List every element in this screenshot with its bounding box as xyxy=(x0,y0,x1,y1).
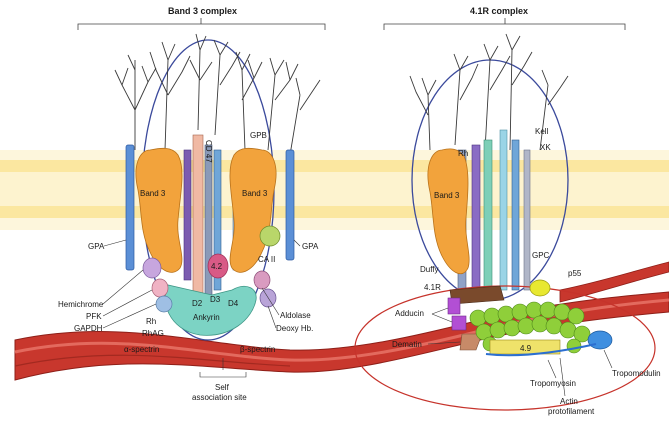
gpb-label: GPB xyxy=(250,131,267,140)
p49-label: 4.9 xyxy=(520,344,532,353)
p41r-label: 4.1R xyxy=(424,283,441,292)
gpa-left-label: GPA xyxy=(88,242,105,251)
self-association-bracket xyxy=(200,372,246,377)
gpc-rod-b xyxy=(484,140,492,290)
band3-41r-shape xyxy=(428,149,469,274)
deoxy-hb-label: Deoxy Hb. xyxy=(276,324,313,333)
duffy-rod xyxy=(524,150,530,290)
gpa-left-rod xyxy=(126,145,134,270)
xk-rod xyxy=(512,140,519,290)
spectrin-beta-label: β-spectrin xyxy=(240,345,275,354)
hemichrome-label: Hemichrome xyxy=(58,300,104,309)
band3-left-shape xyxy=(136,148,182,272)
tropomodulin-label: Tropomodulin xyxy=(612,369,661,378)
band3-complex-bracket xyxy=(78,18,325,30)
band3-right-label: Band 3 xyxy=(242,189,268,198)
lipid-bilayer xyxy=(0,150,669,230)
aldolase-label: Aldolase xyxy=(280,311,311,320)
gpa-right-label: GPA xyxy=(302,242,319,251)
adducin-label: Adducin xyxy=(395,309,424,318)
dematin-label: Dematin xyxy=(392,340,422,349)
rh-left-label: Rh xyxy=(146,317,156,326)
protein-42-label: 4.2 xyxy=(211,262,223,271)
pfk-label: PFK xyxy=(86,312,102,321)
complex-41r-title: 4.1R complex xyxy=(470,6,528,16)
gapdh-label: GAPDH xyxy=(74,324,103,333)
tropomodulin-shape xyxy=(588,331,612,349)
gpa-right-rod xyxy=(286,150,294,260)
kell-rod xyxy=(500,130,507,290)
duffy-label: Duffy xyxy=(420,265,439,274)
gpb-rod xyxy=(184,150,191,280)
kell-label: Kell xyxy=(535,127,549,136)
p55-shape xyxy=(530,280,550,296)
ca2-shape xyxy=(260,226,280,246)
ankyrin-label: Ankyrin xyxy=(193,313,220,322)
cd47-label: CD 47 xyxy=(204,140,213,163)
gpc-rod-a xyxy=(472,145,480,290)
adducin-shape-a xyxy=(448,298,460,314)
adducin-shape-b xyxy=(452,316,466,330)
band3-complex-title: Band 3 complex xyxy=(168,6,237,16)
spectrin-alpha-label: α-spectrin xyxy=(124,345,159,354)
pfk-shape xyxy=(152,279,168,297)
complex-41r-bracket xyxy=(384,18,625,30)
cd47-rod xyxy=(193,135,203,295)
hemichrome-shape xyxy=(143,258,161,278)
d2-label: D2 xyxy=(192,299,203,308)
band3-right-shape xyxy=(230,148,276,272)
ca2-label: CA II xyxy=(258,255,275,264)
xk-label: XK xyxy=(540,143,551,152)
aldolase-shape xyxy=(254,271,270,289)
band3-41r-label: Band 3 xyxy=(434,191,460,200)
gapdh-shape xyxy=(156,296,172,312)
tropomyosin-label: Tropomyosin xyxy=(530,379,576,388)
gpc-label: GPC xyxy=(532,251,550,260)
band3-left-label: Band 3 xyxy=(140,189,166,198)
rh-41r-label: Rh xyxy=(458,149,468,158)
p55-label: p55 xyxy=(568,269,582,278)
rhag-label: RhAG xyxy=(142,329,164,338)
d4-label: D4 xyxy=(228,299,239,308)
d3-label: D3 xyxy=(210,295,221,304)
